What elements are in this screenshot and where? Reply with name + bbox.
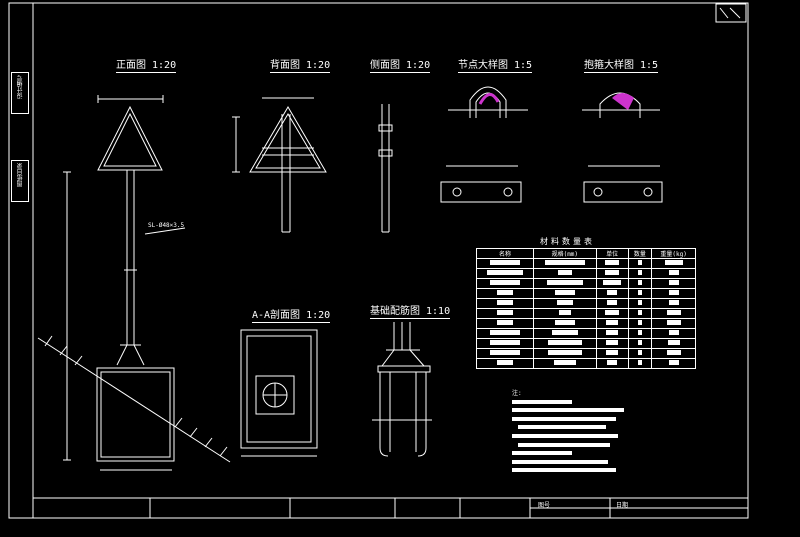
table-header-cell: 数量	[627, 248, 653, 259]
table-row	[475, 298, 696, 309]
table-header-cell: 单位	[595, 248, 629, 259]
clamp-detail-view	[582, 92, 663, 203]
weld-highlight	[478, 93, 500, 105]
pole-label: SL-Ø48×3.5	[148, 222, 185, 229]
note-line	[512, 459, 624, 468]
table-row	[475, 318, 696, 329]
table-header-cell: 名称	[475, 248, 535, 259]
foundation-rebar-view	[372, 322, 432, 457]
side-tab-design-number: 设计编号	[11, 72, 29, 114]
table-row	[475, 268, 696, 279]
view-title-clamp-detail: 抱箍大样图 1:5	[584, 56, 659, 73]
note-line	[512, 407, 624, 416]
view-title-foundation: 基础配筋图 1:10	[370, 302, 451, 319]
table-row	[475, 358, 696, 369]
front-view	[37, 95, 231, 471]
node-detail-view	[440, 86, 528, 203]
table-row	[475, 258, 696, 269]
table-header-row: 名称 规格(mm) 单位 数量 重量(kg)	[475, 248, 696, 259]
table-row	[475, 308, 696, 319]
table-row	[475, 288, 696, 299]
note-line	[512, 433, 624, 442]
notes-heading: 注:	[512, 390, 522, 397]
table-row	[475, 278, 696, 289]
table-row	[475, 338, 696, 349]
section-aa-view	[240, 329, 318, 457]
table-header-cell: 规格(mm)	[533, 248, 597, 259]
table-row	[475, 328, 696, 339]
corner-mark	[715, 3, 747, 23]
view-title-node-detail: 节点大样图 1:5	[458, 56, 533, 73]
clamp-highlight	[612, 93, 634, 110]
note-line	[512, 399, 624, 408]
note-line	[512, 467, 624, 476]
notes-block: 注:	[512, 390, 624, 476]
side-view	[378, 104, 393, 233]
title-block-date: 日期	[616, 502, 629, 509]
view-title-section-aa: A-A剖面图 1:20	[252, 306, 331, 323]
back-view	[232, 97, 327, 233]
table-row	[475, 348, 696, 359]
note-line	[512, 442, 624, 451]
view-title-back: 背面图 1:20	[270, 56, 331, 73]
view-title-front: 正面图 1:20	[116, 56, 177, 73]
note-line	[512, 424, 624, 433]
title-block-sheet: 图号	[538, 502, 551, 509]
table-title: 材料数量表	[540, 237, 595, 246]
material-table: 名称 规格(mm) 单位 数量 重量(kg)	[475, 248, 696, 369]
note-line	[512, 416, 624, 425]
side-tab-drawing-index: 图纸目录	[11, 160, 29, 202]
table-header-cell: 重量(kg)	[651, 248, 696, 259]
view-title-side: 侧面图 1:20	[370, 56, 431, 73]
note-line	[512, 450, 624, 459]
